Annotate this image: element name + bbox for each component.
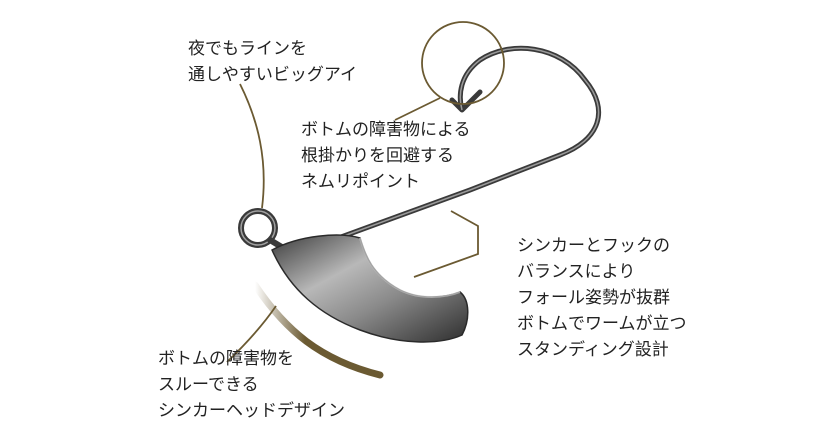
motion-arc	[251, 281, 384, 379]
callout-nemuri-point: ボトムの障害物による 根掛かりを回避する ネムリポイント	[301, 117, 471, 195]
callout-balance-design: シンカーとフックの バランスにより フォール姿勢が抜群 ボトムでワームが立つ ス…	[517, 233, 687, 363]
callout-line: シンカーヘッドデザイン	[158, 401, 345, 421]
sinker-head	[271, 234, 469, 343]
balance-leader-line	[413, 210, 479, 278]
callout-line: 夜でもラインを	[188, 39, 307, 59]
callout-line: シンカーとフックの	[517, 236, 670, 256]
callout-line: スタンディング設計	[517, 340, 669, 360]
callout-line: 通しやすいビッグアイ	[188, 65, 357, 85]
callout-line: 根掛かりを回避する	[301, 146, 454, 166]
callout-line: ボトムの障害物による	[301, 120, 471, 140]
callout-line: ネムリポイント	[301, 172, 420, 192]
point-highlight-circle	[421, 21, 505, 105]
callout-line: ボトムの障害物を	[158, 349, 294, 369]
callout-line: フォール姿勢が抜群	[517, 288, 670, 308]
eye-leader-line	[239, 83, 265, 209]
callout-line: ボトムでワームが立つ	[517, 314, 687, 334]
callout-line: スルーできる	[158, 375, 259, 395]
head-leader-line	[226, 305, 277, 363]
callout-line: バランスにより	[517, 262, 636, 282]
callout-sinker-head-design: ボトムの障害物を スルーできる シンカーヘッドデザイン	[158, 346, 345, 424]
callout-big-eye: 夜でもラインを 通しやすいビッグアイ	[188, 36, 357, 88]
point-leader-line	[394, 97, 441, 121]
